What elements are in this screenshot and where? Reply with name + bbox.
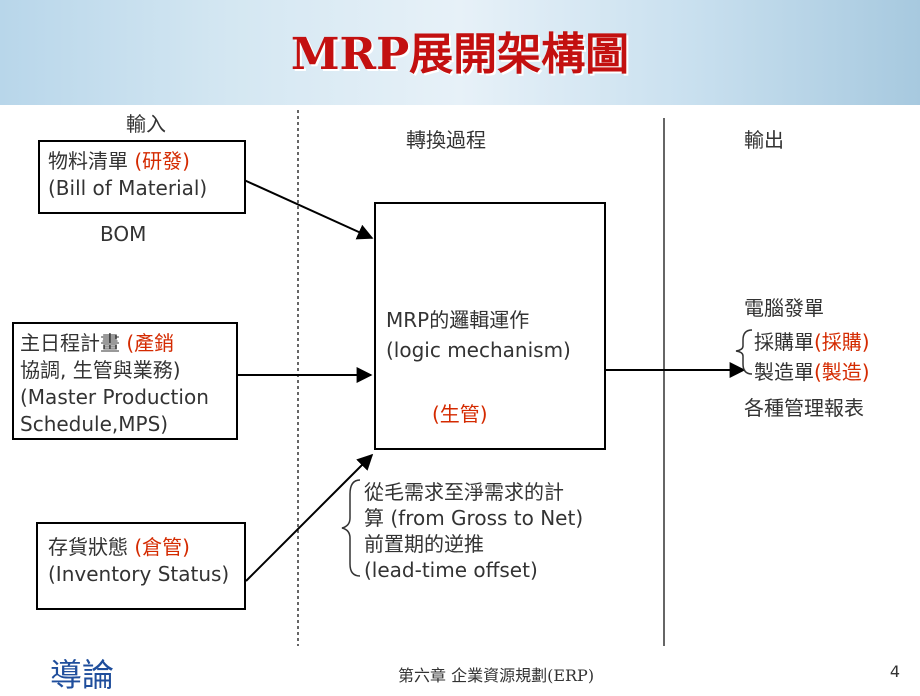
brace-output (735, 329, 753, 375)
inventory-line-2: (Inventory Status) (48, 562, 230, 586)
bom-box: 物料清單 (研發) (Bill of Material) (38, 140, 246, 214)
bom-line-1: 物料清單 (研發) (48, 149, 190, 173)
inventory-box: 存貨狀態 (倉管) (Inventory Status) (36, 522, 246, 610)
output-head: 電腦發單 (744, 296, 824, 320)
page-number: 4 (889, 662, 900, 681)
output-reports: 各種管理報表 (744, 396, 864, 420)
mps-line-3: (Master Production (20, 385, 209, 409)
header-banner: MRP展開架構圖 (0, 0, 920, 105)
diagram-lines (238, 110, 753, 646)
footer: 導論 第六章 企業資源規劃(ERP) 4 (0, 648, 920, 694)
arrow-bom-to-center (243, 179, 374, 240)
bom-abbreviation: BOM (100, 222, 147, 246)
column-input-label: 輸入 (126, 112, 166, 136)
mrp-logic-box: MRP的邏輯運作 (logic mechanism) (生管) (374, 202, 606, 450)
notes-line-4: (lead-time offset) (364, 558, 538, 582)
mps-box: 主日程計畫 (產銷 協調, 生管與業務) (Master Production … (12, 322, 238, 440)
bom-line-2: (Bill of Material) (48, 176, 208, 200)
page-title: MRP展開架構圖 (290, 29, 630, 80)
column-output-label: 輸出 (744, 128, 784, 152)
notes-line-2: 算 (from Gross to Net) (364, 506, 584, 530)
footer-section-title: 導論 (50, 656, 115, 694)
diagram-canvas: 輸入 轉換過程 輸出 物料清單 (研發) (Bill of Material) … (8, 108, 912, 648)
brace-notes (341, 479, 361, 577)
inventory-line-1: 存貨狀態 (倉管) (48, 535, 190, 559)
notes-line-3: 前置期的逆推 (364, 532, 484, 556)
center-line-1: MRP的邏輯運作 (386, 308, 530, 332)
footer-chapter: 第六章 企業資源規劃(ERP) (398, 666, 595, 685)
arrow-inventory-to-center (245, 453, 374, 582)
output-purchase-order: 採購單(採購) (754, 330, 870, 354)
mps-line-1: 主日程計畫 (產銷 (20, 331, 175, 355)
mps-line-4: Schedule,MPS) (20, 412, 169, 436)
notes-line-1: 從毛需求至淨需求的計 (364, 480, 564, 504)
output-manufacturing-order: 製造單(製造) (754, 360, 870, 384)
center-owner: (生管) (432, 402, 488, 426)
column-process-label: 轉換過程 (406, 128, 486, 152)
mps-line-2: 協調, 生管與業務) (20, 358, 181, 382)
center-line-2: (logic mechanism) (386, 338, 571, 362)
